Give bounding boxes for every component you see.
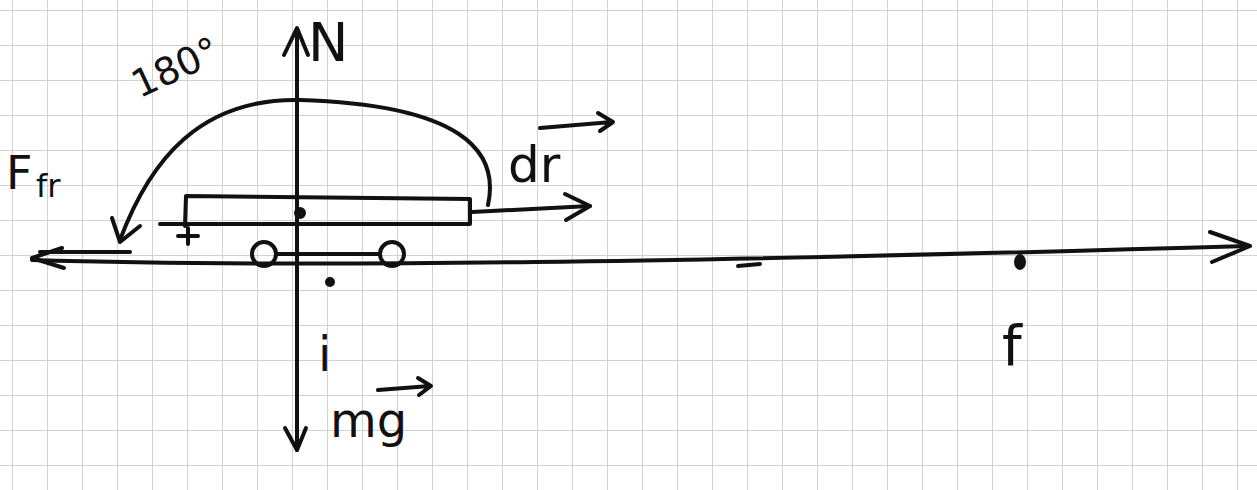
angle-arc — [120, 100, 490, 240]
car-body — [160, 196, 470, 226]
initial-point — [327, 279, 333, 285]
center-dot — [296, 209, 304, 217]
vector-label: dr — [508, 140, 560, 190]
car-axle — [276, 252, 380, 256]
ground-line — [32, 246, 1248, 264]
weight-arrowhead — [285, 428, 306, 450]
friction-arrow — [40, 250, 130, 254]
vector-arrow — [540, 113, 613, 131]
final-point — [1016, 256, 1024, 268]
angle-arrowhead — [112, 218, 140, 242]
displacement-arrow — [472, 206, 590, 212]
vector-arrow — [378, 378, 431, 395]
car-mark — [178, 228, 198, 244]
displacement-arrowhead — [565, 194, 590, 220]
normal-axis — [295, 30, 299, 450]
point-label: i — [318, 330, 331, 378]
force-label: F — [6, 150, 32, 196]
normal-arrowhead — [284, 28, 308, 55]
angle-label: 180° — [126, 31, 225, 104]
vector-label: mg — [330, 396, 407, 444]
point-label: f — [1002, 318, 1022, 374]
car-wheel — [252, 242, 276, 266]
ground-arrowhead — [1210, 232, 1250, 262]
car-wheel — [380, 242, 404, 266]
subscript-label: fr — [36, 170, 60, 202]
force-label: N — [308, 16, 348, 70]
tick-mark — [738, 264, 760, 266]
